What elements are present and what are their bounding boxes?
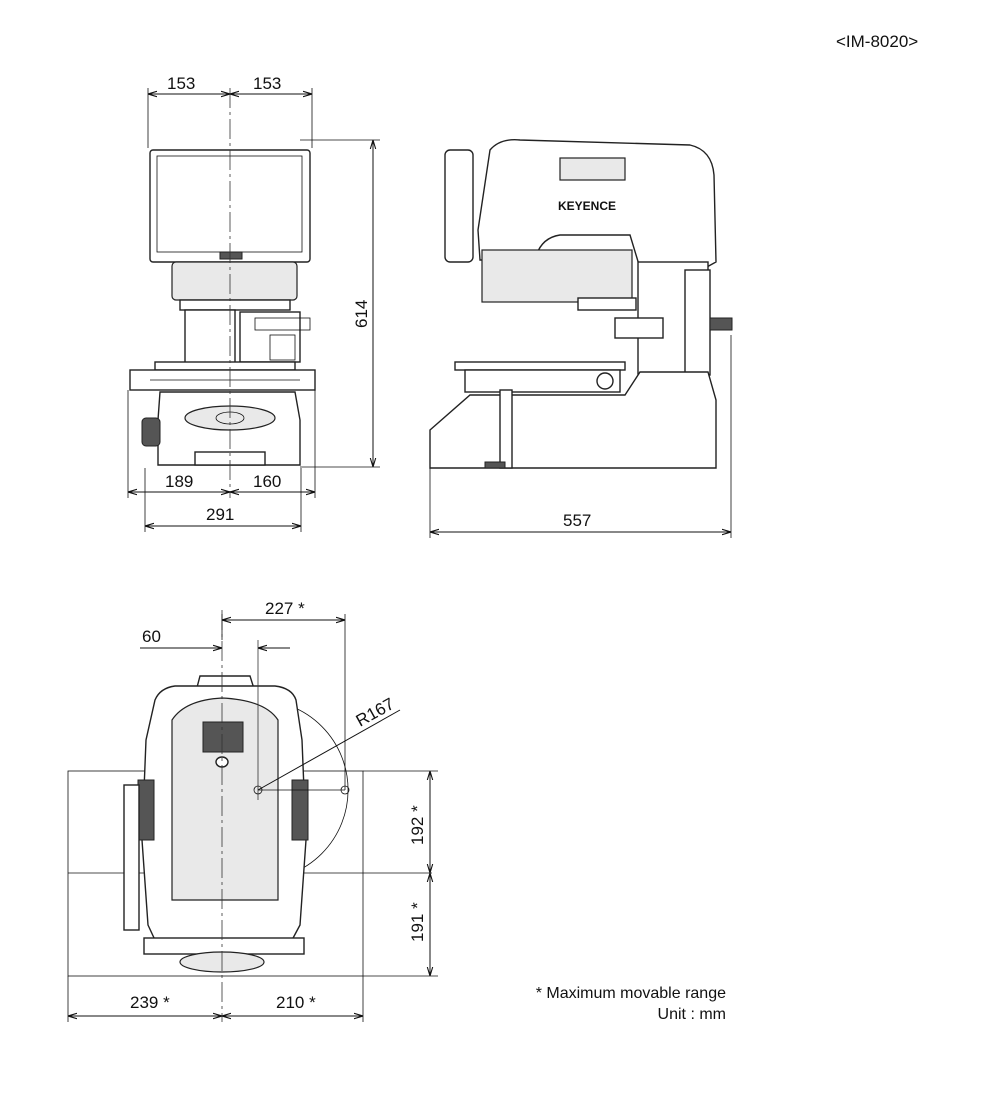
front-dim-bottom-right: 160 — [253, 472, 281, 491]
top-dim-radius: R167 — [353, 694, 398, 730]
unit-note: Unit : mm — [657, 1006, 726, 1023]
front-dim-top-left: 153 — [167, 74, 195, 93]
front-dim-bottom-left: 189 — [165, 472, 193, 491]
top-view: 227 * 60 R167 192 * 191 * 239 * 210 * — [67, 599, 438, 1022]
top-dim-210: 210 * — [276, 993, 316, 1012]
top-dim-239: 239 * — [130, 993, 170, 1012]
front-view: 153 153 614 189 160 291 — [127, 74, 380, 532]
range-note: * Maximum movable range — [535, 985, 726, 1002]
brand-label: KEYENCE — [558, 199, 616, 213]
top-dim-227: 227 * — [265, 599, 305, 618]
top-dim-60: 60 — [142, 627, 161, 646]
top-dim-192: 192 * — [408, 805, 427, 845]
front-dim-top-right: 153 — [253, 74, 281, 93]
front-dim-width: 291 — [206, 505, 234, 524]
side-view: KEYENCE 557 — [429, 139, 733, 538]
model-label: <IM-8020> — [836, 32, 919, 51]
side-dim-depth: 557 — [563, 511, 591, 530]
top-dim-191: 191 * — [408, 902, 427, 942]
front-dim-height: 614 — [352, 300, 371, 328]
